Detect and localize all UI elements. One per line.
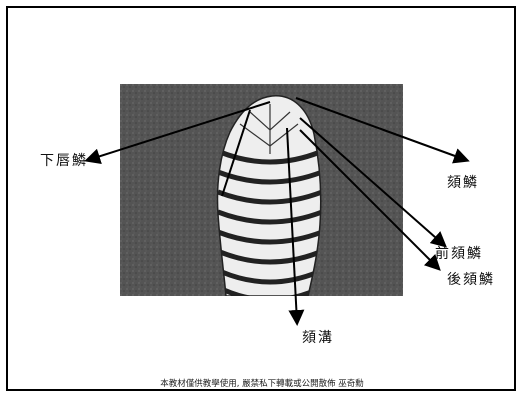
copyright-footer: 本教材僅供教學使用, 嚴禁私下轉載或公開散佈 巫奇勳	[0, 377, 524, 389]
line-lower-labial-2	[222, 110, 250, 196]
label-mental-groove: 頦溝	[302, 327, 334, 347]
label-lower-labial: 下唇鱗	[40, 150, 88, 170]
line-posterior-chin	[300, 130, 438, 268]
label-posterior-chin: 後頦鱗	[447, 269, 495, 289]
line-anterior-chin	[300, 118, 444, 245]
line-mental-groove	[287, 128, 297, 322]
label-mental: 頦鱗	[447, 172, 479, 192]
label-anterior-chin: 前頦鱗	[435, 243, 483, 263]
